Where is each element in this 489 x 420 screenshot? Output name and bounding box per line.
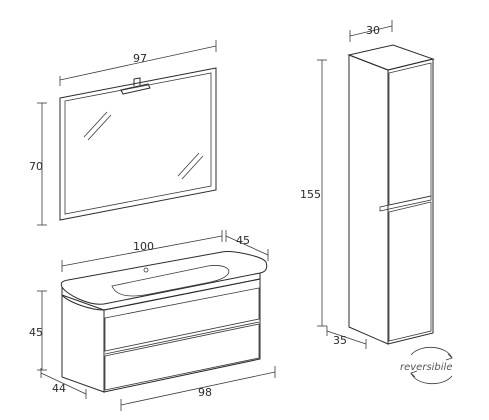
mirror-height-dimension: 70 (29, 102, 47, 226)
mirror-inner-frame (64, 72, 212, 215)
column-width-label: 30 (366, 24, 380, 37)
mirror-lamp (120, 77, 151, 95)
vanity-width-dimension: 100 (61, 230, 223, 272)
vanity-bottom-width-dimension: 98 (120, 366, 276, 411)
column-depth-label: 35 (333, 334, 347, 347)
vanity-bottom-width-label: 98 (198, 386, 212, 399)
mirror-width-label: 97 (133, 52, 147, 65)
mirror-width-dimension: 97 (59, 40, 217, 86)
tap-hole (143, 267, 149, 273)
vanity-depth-label: 45 (236, 234, 250, 247)
basin-top (60, 251, 268, 305)
reversible-badge: reversibile (400, 346, 453, 385)
reversible-label: reversibile (400, 362, 453, 373)
vanity-width-label: 100 (133, 240, 154, 253)
column-width-dimension: 30 (349, 20, 393, 42)
column-height-dimension: 155 (300, 59, 327, 327)
vanity-depth-dimension: 45 (225, 230, 269, 261)
drawer-lower[interactable] (104, 323, 260, 391)
vanity-side-depth-label: 44 (52, 382, 66, 395)
drawer-upper[interactable] (104, 287, 260, 352)
cabinet-front (103, 278, 261, 393)
vanity-height-dimension: 45 (29, 290, 47, 371)
tall-column: 30 155 35 (300, 20, 435, 349)
basin-bowl (111, 265, 230, 297)
column-front (387, 58, 434, 345)
mirror-glint-icon (83, 111, 204, 180)
vanity-height-label: 45 (29, 326, 43, 339)
column-top (347, 44, 435, 71)
mirror-height-label: 70 (29, 160, 43, 173)
column-height-label: 155 (300, 188, 321, 201)
column-depth-dimension: 35 (326, 326, 367, 349)
mirror: 97 70 (29, 40, 217, 226)
vanity-side-depth-dimension: 44 (40, 368, 87, 399)
mirror-outer-frame (59, 67, 217, 221)
column-upper-door[interactable] (388, 62, 432, 206)
column-lower-door[interactable] (388, 201, 432, 342)
column-left-side (348, 54, 389, 345)
circular-arrows-icon (410, 346, 453, 385)
vanity-unit: 100 45 45 44 (29, 230, 276, 411)
